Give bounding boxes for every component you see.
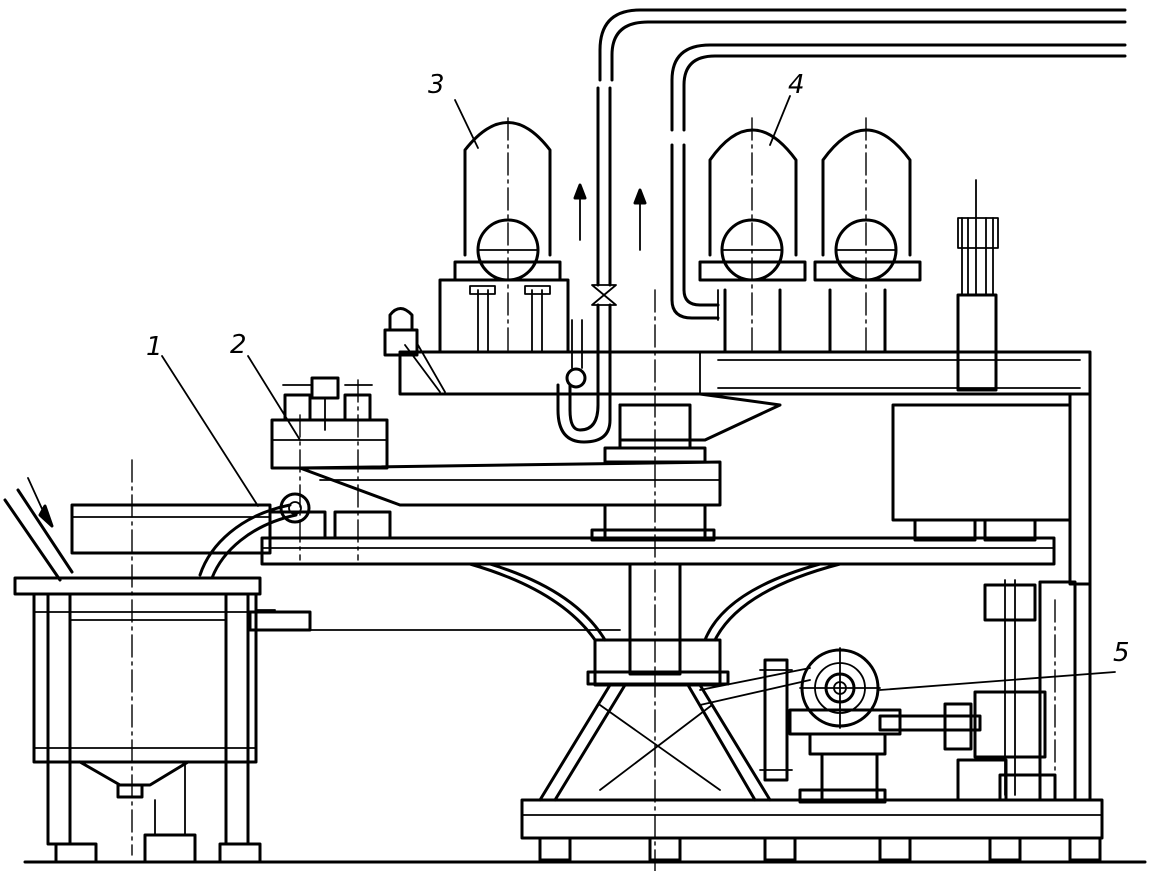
upper-gantry [383,179,1092,586]
feed-hose [198,492,311,580]
feed-tank [3,459,276,864]
callout-1: 1 [146,332,163,362]
piping [556,8,1127,444]
base-frame [468,562,1104,862]
leader-lines [161,95,1116,691]
callout-5: 5 [1113,638,1130,668]
callout-2: 2 [230,330,247,360]
rotary-table [248,376,1056,632]
cylinder-unit-3 [438,117,570,354]
callout-3: 3 [428,70,445,100]
cylinder-unit-4b [813,117,922,354]
cylinder-unit-4a [698,117,807,354]
drive-gear [699,579,1092,804]
callout-4: 4 [788,70,805,100]
